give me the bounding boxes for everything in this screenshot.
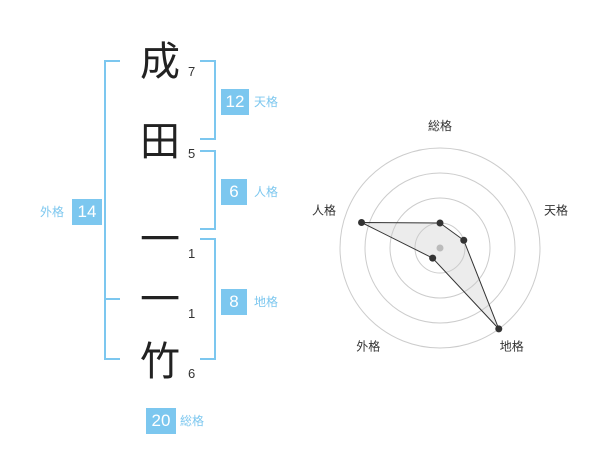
stroke-count-3: 1 xyxy=(188,246,196,261)
stroke-count-5: 6 xyxy=(188,366,196,381)
radar-center-dot xyxy=(436,244,444,252)
stroke-count-1: 7 xyxy=(188,64,196,79)
radar-area xyxy=(361,222,500,330)
radar-point-5 xyxy=(358,219,366,227)
stroke-count-4: 1 xyxy=(188,306,196,321)
radar-axis-label-1: 総格 xyxy=(428,118,452,133)
radar-axis-label-4: 外格 xyxy=(356,339,380,354)
gaikaku-bracket xyxy=(104,60,120,360)
tenkaku-value: 12 xyxy=(221,89,249,115)
radar-point-3 xyxy=(495,325,503,333)
radar-axis-label-5: 人格 xyxy=(312,202,336,217)
name-char-4: 一 xyxy=(140,277,180,323)
radar-axis-label-2: 天格 xyxy=(544,202,568,217)
tenkaku-bracket xyxy=(200,60,216,140)
soukaku-label: 総格 xyxy=(180,414,205,428)
gaikaku-value: 14 xyxy=(72,199,102,225)
radar-point-2 xyxy=(460,236,468,244)
jinkaku-bracket xyxy=(200,150,216,230)
tenkaku-label: 天格 xyxy=(254,95,279,109)
gaikaku-label: 外格 xyxy=(40,205,65,219)
chikaku-bracket xyxy=(200,238,216,360)
jinkaku-value: 6 xyxy=(221,179,247,205)
stroke-count-2: 5 xyxy=(188,146,196,161)
radar-ring-4 xyxy=(339,147,541,349)
soukaku-value: 20 xyxy=(146,408,176,434)
name-char-3: 一 xyxy=(140,217,180,263)
radar-ring-3 xyxy=(364,172,516,324)
name-char-1: 成 xyxy=(140,39,180,85)
radar-point-1 xyxy=(436,219,444,227)
radar-point-4 xyxy=(429,254,437,262)
chikaku-label: 地格 xyxy=(254,295,279,309)
bracket-divider xyxy=(104,298,120,300)
chikaku-value: 8 xyxy=(221,289,247,315)
jinkaku-label: 人格 xyxy=(254,185,279,199)
radar-axis-label-3: 地格 xyxy=(500,339,524,354)
name-char-2: 田 xyxy=(140,119,180,165)
name-char-5: 竹 xyxy=(140,339,180,385)
radar-ring-2 xyxy=(389,197,491,299)
